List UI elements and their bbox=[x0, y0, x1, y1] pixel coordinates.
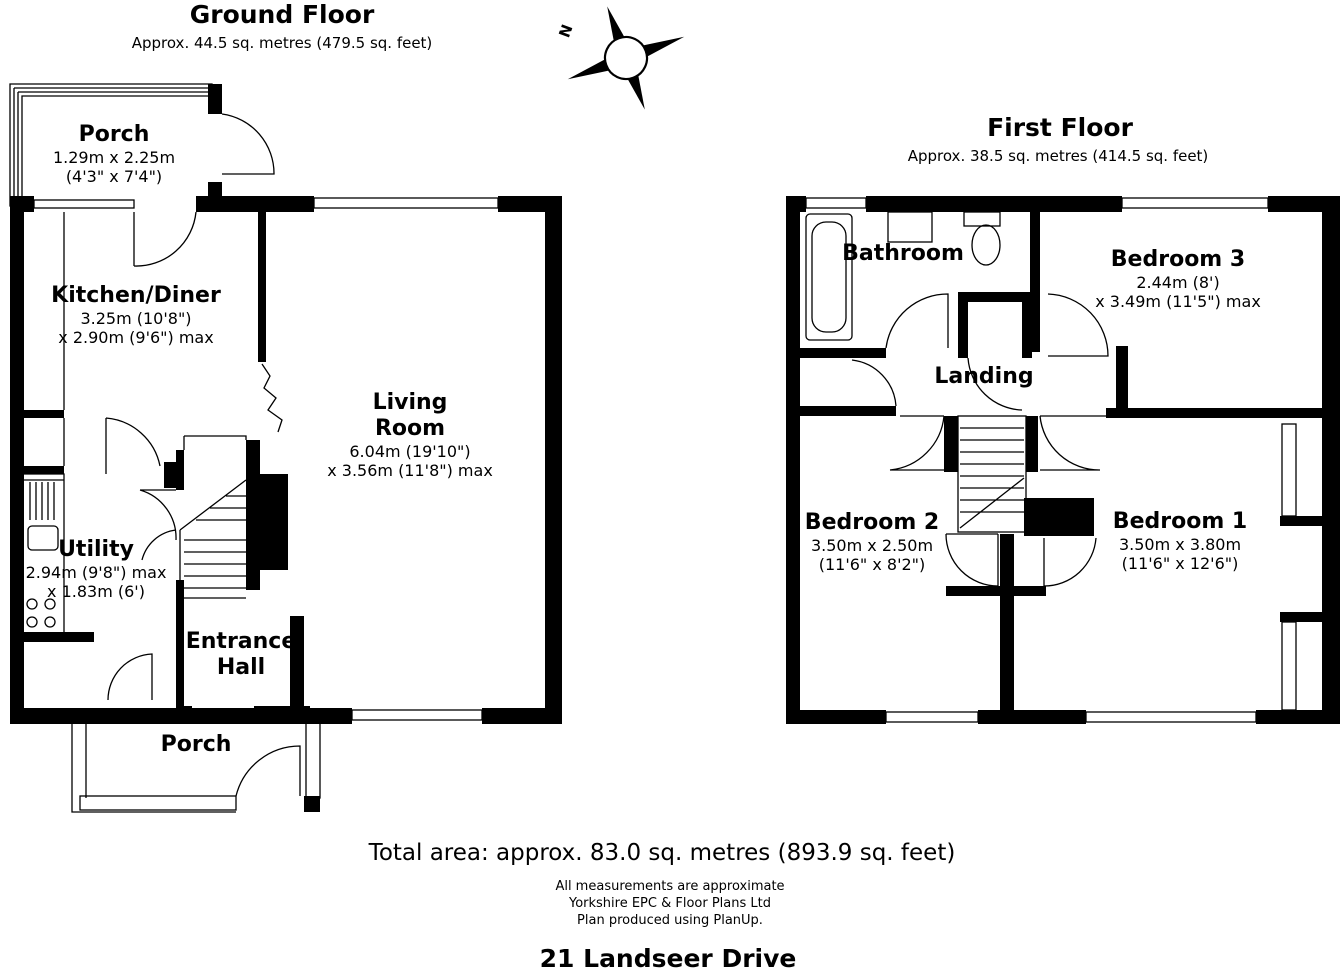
room-dimension: (11'6" x 8'2") bbox=[818, 555, 926, 574]
room-dimension: 2.94m (9'8") max bbox=[25, 563, 167, 582]
room-bathroom: Bathroom bbox=[842, 241, 964, 267]
room-dimension: 3.25m (10'8") bbox=[80, 309, 192, 328]
room-utility: Utility 2.94m (9'8") max x 1.83m (6') bbox=[26, 537, 167, 601]
compass-icon bbox=[567, 6, 685, 110]
room-dimension: 3.50m x 2.50m bbox=[810, 536, 934, 555]
room-landing: Landing bbox=[934, 364, 1033, 390]
room-dimension: (4'3" x 7'4") bbox=[65, 167, 163, 186]
room-dimension: x 3.56m (11'8") max bbox=[327, 461, 493, 480]
first-floor-area: Approx. 38.5 sq. metres (414.5 sq. feet) bbox=[907, 147, 1209, 165]
room-name: Bedroom 2 bbox=[804, 510, 940, 535]
room-kitchen-diner: Kitchen/Diner 3.25m (10'8") x 2.90m (9'6… bbox=[51, 283, 221, 347]
room-name: Living Room bbox=[372, 390, 448, 441]
room-name: Entrance Hall bbox=[185, 629, 297, 680]
first-floor-title: First Floor bbox=[987, 113, 1133, 142]
room-entrance-hall: Entrance Hall bbox=[186, 629, 297, 681]
total-area: Total area: approx. 83.0 sq. metres (893… bbox=[368, 840, 956, 866]
first-floor-walls bbox=[786, 196, 1340, 724]
room-name: Porch bbox=[78, 122, 150, 147]
footer-note: Plan produced using PlanUp. bbox=[577, 913, 763, 928]
room-dimension: x 1.83m (6') bbox=[47, 582, 145, 601]
room-name: Bedroom 3 bbox=[1110, 247, 1246, 272]
room-bedroom-1: Bedroom 1 3.50m x 3.80m (11'6" x 12'6") bbox=[1113, 509, 1247, 573]
room-name: Bedroom 1 bbox=[1112, 509, 1248, 534]
room-dimension: (11'6" x 12'6") bbox=[1121, 554, 1239, 573]
room-dimension: x 3.49m (11'5") max bbox=[1095, 292, 1261, 311]
footer-note: Yorkshire EPC & Floor Plans Ltd bbox=[568, 896, 771, 911]
room-bedroom-2: Bedroom 2 3.50m x 2.50m (11'6" x 8'2") bbox=[805, 510, 939, 574]
property-address: 21 Landseer Drive bbox=[539, 944, 797, 973]
room-porch-bottom: Porch bbox=[161, 732, 232, 758]
room-bedroom-3: Bedroom 3 2.44m (8') x 3.49m (11'5") max bbox=[1095, 247, 1261, 311]
room-name: Utility bbox=[58, 537, 134, 562]
ground-floor-area: Approx. 44.5 sq. metres (479.5 sq. feet) bbox=[131, 34, 433, 52]
room-dimension: x 2.90m (9'6") max bbox=[58, 328, 214, 347]
room-dimension: 6.04m (19'10") bbox=[349, 442, 471, 461]
room-dimension: 3.50m x 3.80m bbox=[1118, 535, 1242, 554]
room-living-room: Living Room 6.04m (19'10") x 3.56m (11'8… bbox=[327, 390, 493, 480]
room-porch-top: Porch 1.29m x 2.25m (4'3" x 7'4") bbox=[53, 122, 175, 186]
room-name: Bathroom bbox=[842, 241, 964, 266]
room-dimension: 1.29m x 2.25m bbox=[52, 148, 176, 167]
room-name: Kitchen/Diner bbox=[51, 283, 221, 308]
footer-notes: All measurements are approximate Yorkshi… bbox=[555, 878, 784, 929]
ground-floor-title: Ground Floor bbox=[189, 0, 375, 29]
ground-floor-walls bbox=[10, 84, 562, 812]
footer-note: All measurements are approximate bbox=[555, 879, 785, 894]
room-name: Porch bbox=[160, 732, 232, 757]
room-dimension: 2.44m (8') bbox=[1136, 273, 1220, 292]
room-name: Landing bbox=[934, 364, 1034, 389]
